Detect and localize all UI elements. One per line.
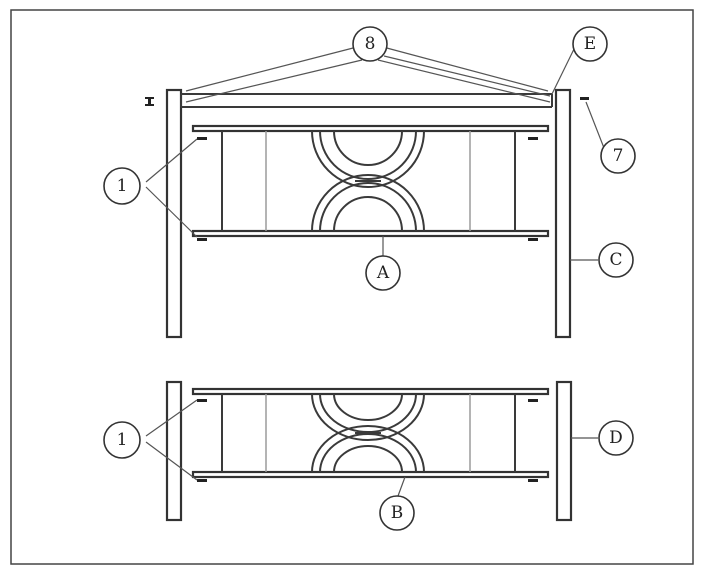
callout-c: C [598,242,634,278]
panel-b-bottom-rail [191,470,550,479]
panel-b-scroll [311,393,425,473]
tie-bracket-right-b [383,55,551,97]
callout-1-bottom-label: 1 [117,430,128,450]
top-assembly [145,46,605,339]
bottom-assembly [145,380,598,522]
callout-b-label: B [391,503,404,523]
callout-1-top: 1 [103,167,141,205]
bolt-icon [145,97,589,241]
leader-lines-top [145,46,605,261]
diagram-border [10,9,694,565]
top-left-post [165,88,183,339]
callout-7-label: 7 [613,146,624,166]
leader-lines-bottom [145,399,598,497]
callout-d: D [598,420,634,456]
callout-c-label: C [609,250,622,270]
callout-b: B [379,495,415,531]
panel-a-top-rail [191,124,550,133]
callout-e-label: E [584,34,596,54]
callout-a-label: A [376,263,390,283]
post-c [554,88,572,339]
panel-b-top-rail [191,387,550,396]
tie-bracket-right [377,59,551,103]
bottom-left-post [165,380,183,522]
callout-8-label: 8 [365,34,376,54]
callout-a: A [365,255,401,291]
bolt-icon [197,399,538,482]
callout-7: 7 [600,138,636,174]
panel-a-bottom-rail [191,229,550,238]
callout-8: 8 [352,26,388,62]
callout-d-label: D [609,428,623,448]
post-d [555,380,573,522]
tie-bracket-left [185,59,363,103]
panel-a-scroll [311,130,425,232]
callout-1-bottom: 1 [103,421,141,459]
callout-e: E [572,26,608,62]
callout-1-top-label: 1 [117,176,128,196]
